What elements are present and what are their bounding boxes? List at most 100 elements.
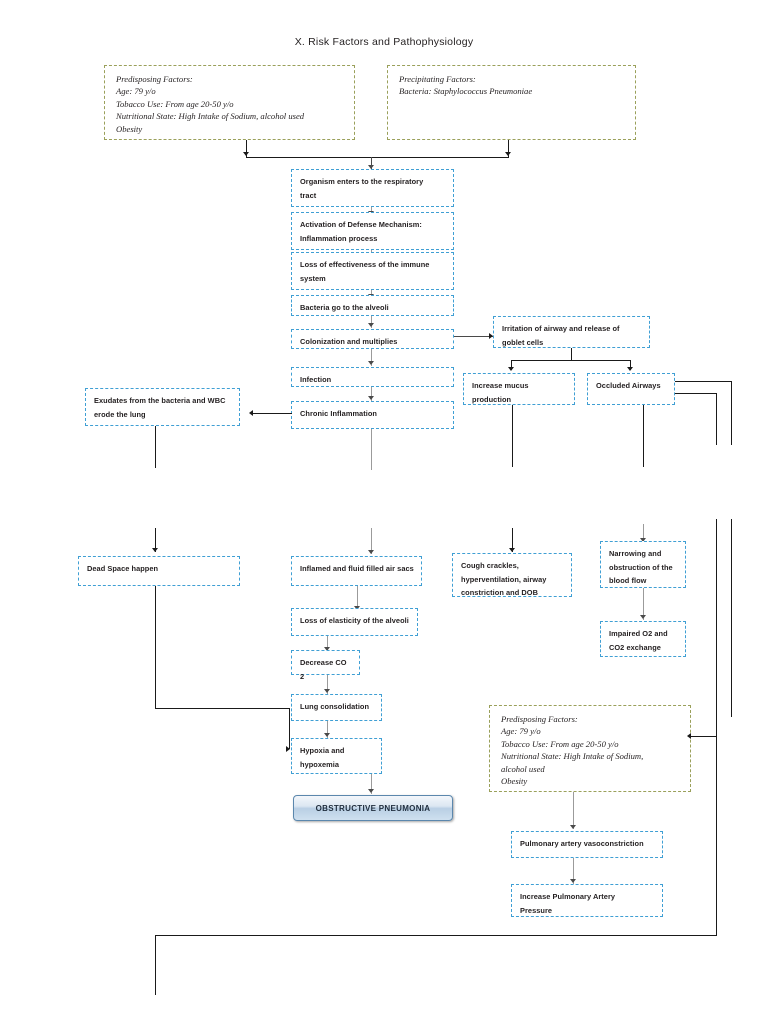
connector-chronic-to-exudates (253, 413, 292, 415)
connector-merge-to-organism (371, 157, 372, 169)
node-narrowing-blood-flow: Narrowing and obstruction of the blood f… (600, 541, 686, 588)
node-bacteria-alveoli: Bacteria go to the alveoli (291, 295, 454, 316)
node-increase-mucus: Increase mucus production (463, 373, 575, 405)
connector-colonization-to-irritation (454, 336, 493, 337)
connector-rail-outer (731, 519, 733, 717)
arrowhead-merge-right (505, 152, 511, 156)
connector-predisposing-to-vasoconstriction (573, 792, 574, 829)
connector-irritation-split (511, 360, 631, 362)
node-bacteria-alveoli-text: Bacteria go to the alveoli (300, 303, 389, 312)
connector-cough-in (512, 528, 514, 552)
connector-bacteria-to-colonization (371, 316, 372, 328)
node-lung-consolidation-text: Lung consolidation (300, 702, 370, 711)
node-cough-crackles: Cough crackles, hyperventilation, airway… (452, 553, 572, 597)
arrowhead-lung-consolidation (324, 689, 330, 693)
connector-narrowing-to-impaired (643, 588, 644, 620)
node-increase-mucus-text: Increase mucus production (472, 381, 529, 404)
arrowhead-hypoxia (324, 733, 330, 737)
precipitating-factors-text: Precipitating Factors: Bacteria: Staphyl… (399, 74, 533, 97)
arrowhead-predisposing-lower (687, 733, 691, 739)
node-chronic-inflammation-text: Chronic Inflammation (300, 409, 377, 418)
arrowhead-merge-left (243, 152, 249, 156)
node-organism-enters-text: Organism enters to the respiratory tract (300, 177, 424, 200)
node-impaired-exchange: Impaired O2 and CO2 exchange (600, 621, 686, 657)
connector-rail-inner (716, 519, 718, 935)
connector-rail-to-predisposing (691, 736, 716, 738)
connector-occluded-down (643, 405, 645, 467)
connector-exudates-down (155, 426, 157, 468)
node-increase-pap: Increase Pulmonary Artery Pressure (511, 884, 663, 917)
result-obstructive-pneumonia-text: OBSTRUCTIVE PNEUMONIA (315, 803, 431, 813)
node-colonization: Colonization and multiplies (291, 329, 454, 349)
arrowhead-decrease-co2 (324, 647, 330, 651)
connector-bottom-left-down (155, 935, 157, 995)
node-activation-defense: Activation of Defense Mechanism: Inflamm… (291, 212, 454, 250)
arrowhead-narrowing (640, 538, 646, 542)
page-title: X. Risk Factors and Pathophysiology (294, 36, 474, 48)
predisposing-factors-text-lower: Predisposing Factors: Age: 79 y/o Tobacc… (501, 714, 644, 787)
node-pulmonary-vasoconstriction-text: Pulmonary artery vasoconstriction (520, 839, 644, 848)
connector-consolidation-to-hypoxia (327, 721, 328, 738)
arrowhead-colonization (368, 323, 374, 327)
node-pulmonary-vasoconstriction: Pulmonary artery vasoconstriction (511, 831, 663, 858)
node-decrease-co2-text: Decrease CO 2 (300, 658, 347, 681)
node-dead-space-text: Dead Space happen (87, 564, 159, 573)
node-organism-enters: Organism enters to the respiratory tract (291, 169, 454, 207)
precipitating-factors-box: Precipitating Factors: Bacteria: Staphyl… (387, 65, 636, 140)
node-decrease-co2: Decrease CO 2 (291, 650, 360, 681)
arrowhead-cough-crackles (509, 548, 515, 552)
connector-precipitating-down (508, 140, 510, 157)
arrowhead-exudates (249, 410, 253, 416)
predisposing-factors-box-top: Predisposing Factors: Age: 79 y/o Tobacc… (104, 65, 355, 140)
connector-dead-space-to-hypoxia-down (289, 708, 291, 749)
arrowhead-increase-mucus (508, 367, 514, 371)
arrowhead-increase-pap (570, 879, 576, 883)
node-irritation-airway-text: Irritation of airway and release of gobl… (502, 324, 620, 347)
node-chronic-inflammation: Chronic Inflammation (291, 401, 454, 429)
node-loss-elasticity: Loss of elasticity of the alveoli (291, 608, 418, 636)
node-exudates-text: Exudates from the bacteria and WBC erode… (94, 396, 226, 419)
connector-narrowing-in (643, 524, 644, 544)
node-cough-crackles-text: Cough crackles, hyperventilation, airway… (461, 561, 547, 598)
arrowhead-irritation (489, 333, 493, 339)
predisposing-factors-text-top: Predisposing Factors: Age: 79 y/o Tobacc… (116, 74, 305, 134)
node-exudates: Exudates from the bacteria and WBC erode… (85, 388, 240, 426)
arrowhead-impaired-exchange (640, 615, 646, 619)
connector-dead-space-in (155, 528, 157, 552)
connector-occluded-right-a (675, 381, 732, 383)
connector-split-right (630, 360, 632, 370)
connector-vasoconstriction-to-pap (573, 858, 574, 884)
node-activation-defense-text: Activation of Defense Mechanism: Inflamm… (300, 220, 422, 243)
connector-elasticity-to-co2 (327, 636, 328, 652)
connector-irritation-down (571, 348, 573, 360)
connector-co2-to-consolidation (327, 675, 328, 694)
predisposing-factors-box-lower: Predisposing Factors: Age: 79 y/o Tobacc… (489, 705, 691, 792)
node-impaired-exchange-text: Impaired O2 and CO2 exchange (609, 629, 668, 652)
connector-hypoxia-to-result (371, 774, 372, 794)
connector-bottom-horizontal (155, 935, 717, 937)
arrowhead-dead-space (152, 548, 158, 552)
connector-merge-horizontal (246, 157, 509, 159)
arrowhead-inflamed-air-sacs (368, 550, 374, 554)
connector-colonization-to-infection (371, 349, 372, 366)
connector-air-sacs-in (371, 528, 372, 554)
node-inflamed-air-sacs: Inflamed and fluid filled air sacs (291, 556, 422, 586)
node-occluded-airways: Occluded Airways (587, 373, 675, 405)
connector-mucus-down (512, 405, 514, 467)
node-loss-immune-text: Loss of effectiveness of the immune syst… (300, 260, 430, 283)
node-increase-pap-text: Increase Pulmonary Artery Pressure (520, 892, 616, 915)
connector-dead-space-to-hypoxia (155, 708, 290, 710)
connector-occluded-right-a-down (731, 381, 733, 445)
connector-air-sacs-to-elasticity (357, 586, 358, 611)
arrowhead-pulmonary-vasoconstriction (570, 825, 576, 829)
arrowhead-chronic-inflammation (368, 396, 374, 400)
node-lung-consolidation: Lung consolidation (291, 694, 382, 721)
result-obstructive-pneumonia: OBSTRUCTIVE PNEUMONIA (293, 795, 453, 821)
node-narrowing-blood-flow-text: Narrowing and obstruction of the blood f… (609, 549, 673, 586)
arrowhead-hypoxia-left (286, 746, 290, 752)
node-infection: Infection (291, 367, 454, 387)
node-loss-elasticity-text: Loss of elasticity of the alveoli (300, 616, 409, 625)
node-infection-text: Infection (300, 375, 332, 384)
connector-split-left (511, 360, 513, 370)
